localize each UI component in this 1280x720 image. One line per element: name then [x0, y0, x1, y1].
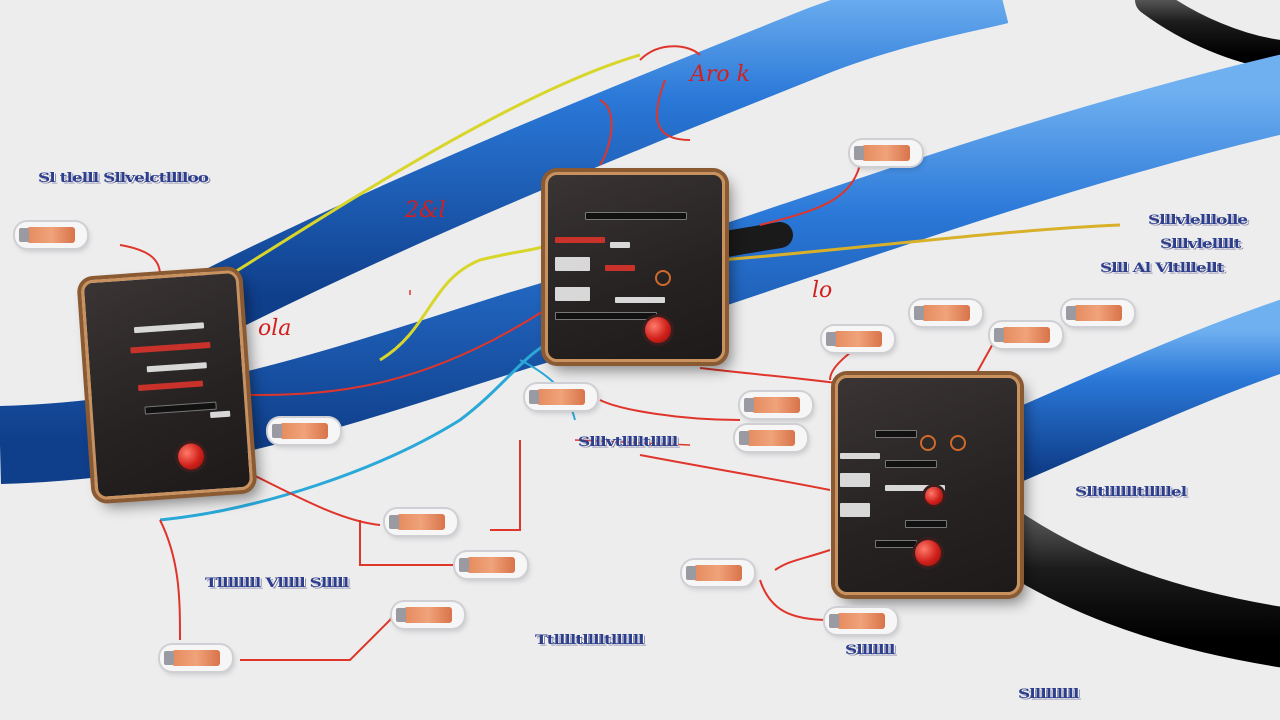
- connector-plug: [15, 222, 87, 248]
- black-cable-stub: [707, 222, 793, 258]
- connector-plug: [160, 645, 232, 671]
- label-right-mid: Slltlllllltlllllel: [1075, 484, 1187, 500]
- connector-plug: [268, 418, 340, 444]
- label-center-mid: Slllvtlllltlllll: [578, 434, 678, 450]
- connector-plug: [525, 384, 597, 410]
- label-left-top: Sl tlelll Sllvelctlllloo: [38, 170, 209, 186]
- handwritten-note-top: Aro k: [690, 62, 750, 87]
- red-knob-right[interactable]: [915, 540, 941, 566]
- handwritten-note-left-upper: 2&l: [405, 198, 446, 223]
- connector-plug: [850, 140, 922, 166]
- label-bottom-center: Ttlllltlllltllllll: [535, 632, 645, 648]
- cyan-wire-1: [159, 343, 546, 522]
- connector-plug: [1062, 300, 1134, 326]
- label-bottom-left: Tllllllll Vlllll Slllll: [205, 575, 349, 591]
- connector-plug: [740, 392, 812, 418]
- label-right-top-2: Slllvlellllt: [1160, 236, 1241, 252]
- connector-plug: [385, 509, 457, 535]
- connector-plug: [990, 322, 1062, 348]
- connector-plug: [735, 425, 807, 451]
- label-bottom-far-right: Slllllllll: [1018, 686, 1079, 702]
- connector-plug: [392, 602, 464, 628]
- handwritten-note-center: lo: [812, 278, 833, 303]
- label-right-top-1: Slllvlelllolle: [1148, 212, 1248, 228]
- connector-plug: [455, 552, 527, 578]
- control-box-middle: [535, 162, 735, 372]
- red-knob-right-small[interactable]: [925, 487, 943, 505]
- label-bottom-right: Slllllll: [845, 642, 895, 658]
- blue-cable-upper: [204, 0, 1009, 331]
- handwritten-note-left-mid: ola: [258, 316, 292, 341]
- connector-plug: [910, 300, 982, 326]
- red-knob-middle[interactable]: [645, 317, 671, 343]
- connector-plug: [825, 608, 897, 634]
- black-cable-top: [1135, 0, 1280, 70]
- control-box-right: [825, 365, 1030, 605]
- yellow-wire-1: [229, 53, 641, 277]
- control-box-left: [70, 259, 264, 511]
- connector-plug: [822, 326, 894, 352]
- connector-plug: [682, 560, 754, 586]
- yellow-wire-3: [719, 223, 1121, 262]
- label-right-top-3: Slll Al Vltlllellt: [1100, 260, 1225, 276]
- yellow-wire-2: [379, 243, 547, 362]
